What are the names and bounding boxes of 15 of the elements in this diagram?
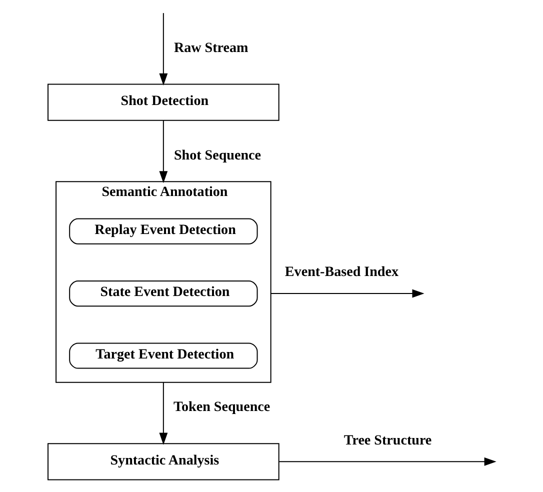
edge-label: Event-Based Index <box>284 264 398 280</box>
node-box: Syntactic Analysis <box>47 443 279 480</box>
node-box: State Event Detection <box>68 280 258 307</box>
arrow <box>158 382 168 445</box>
arrow <box>278 457 496 466</box>
node-box: Replay Event Detection <box>68 218 258 244</box>
edge-label: Raw Stream <box>173 40 248 56</box>
arrow <box>158 13 168 86</box>
arrow <box>158 120 168 184</box>
arrow <box>270 289 424 298</box>
node-box: Shot Detection <box>47 84 279 121</box>
edge-label: Tree Structure <box>343 432 432 448</box>
edge-label: Token Sequence <box>172 399 270 416</box>
edge-label: Shot Sequence <box>173 147 260 164</box>
node-box: Target Event Detection <box>68 342 258 369</box>
